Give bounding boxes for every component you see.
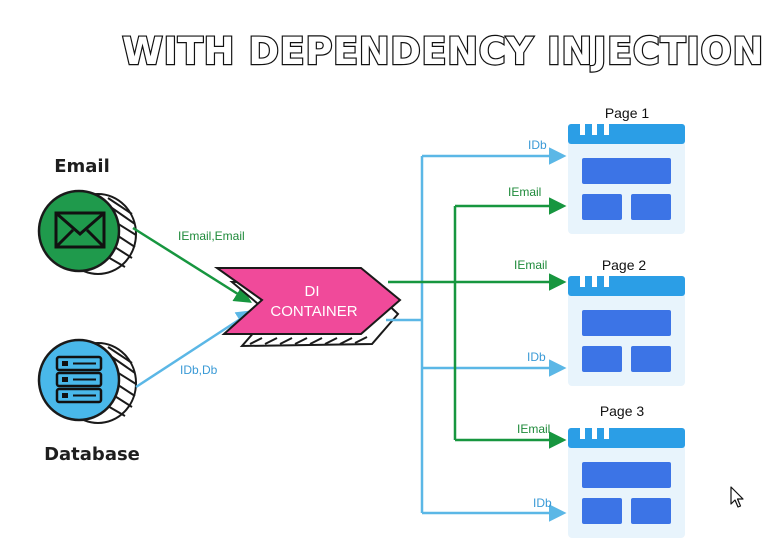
- page1-top-label: IDb: [528, 138, 547, 152]
- db-output-lines: [386, 147, 567, 522]
- page-3-label: Page 3: [600, 403, 645, 419]
- page-3: [568, 428, 685, 538]
- envelope-icon: [54, 211, 106, 249]
- database-label: Database: [44, 444, 140, 465]
- page1-bottom-label: IEmail: [508, 185, 541, 199]
- page-header-bar: [568, 124, 685, 144]
- di-label-line2: CONTAINER: [270, 303, 357, 320]
- page3-bottom-label: IDb: [533, 496, 552, 510]
- db-to-di-arrow: [135, 310, 254, 389]
- page2-bottom-label: IDb: [527, 350, 546, 364]
- db-in-label: IDb,Db: [180, 363, 218, 377]
- email-output-lines: [388, 197, 567, 449]
- di-label-line1: DI: [305, 283, 320, 300]
- page-1-label: Page 1: [605, 105, 650, 121]
- email-to-di-arrow: [132, 226, 252, 303]
- page3-top-label: IEmail: [517, 422, 550, 436]
- email-circle: [37, 189, 121, 273]
- page2-top-label: IEmail: [514, 258, 547, 272]
- email-in-label: IEmail,Email: [178, 229, 245, 243]
- diagram-title: WITH DEPENDENCY INJECTION: [122, 30, 764, 73]
- di-container: DI CONTAINER: [213, 267, 402, 348]
- page-2: [568, 276, 685, 386]
- email-node: Email: [37, 156, 137, 275]
- page-1: [568, 124, 685, 234]
- server-icon: [55, 355, 103, 404]
- database-node: Database: [37, 338, 140, 465]
- di-container-shape: [213, 267, 402, 335]
- email-label: Email: [54, 156, 110, 177]
- mouse-cursor-icon: [730, 486, 744, 508]
- page-2-label: Page 2: [602, 257, 647, 273]
